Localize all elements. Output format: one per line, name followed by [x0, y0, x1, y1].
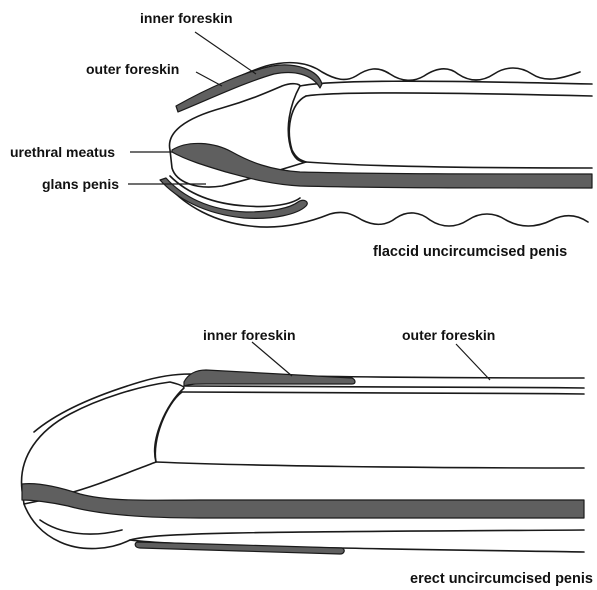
- flaccid-shaft-inner-line: [306, 93, 592, 96]
- erect-shaft-lower: [156, 462, 584, 468]
- leader-inner-foreskin-erect: [252, 342, 292, 376]
- label-inner-foreskin-erect: inner foreskin: [203, 327, 296, 343]
- leader-inner-foreskin-flaccid: [195, 32, 256, 74]
- label-outer-foreskin-flaccid: outer foreskin: [86, 61, 179, 77]
- erect-urethra: [22, 484, 584, 518]
- label-urethral-meatus: urethral meatus: [10, 144, 115, 160]
- leader-outer-foreskin-erect: [456, 344, 490, 380]
- flaccid-outer-skin-bottom: [168, 186, 588, 227]
- erect-shaft-inner-top: [182, 392, 584, 394]
- label-inner-foreskin-flaccid: inner foreskin: [140, 10, 233, 26]
- erect-skin-bottom-line-2: [40, 520, 122, 534]
- flaccid-illustration: [128, 32, 592, 227]
- flaccid-shaft-lower-line: [306, 162, 592, 168]
- leader-outer-foreskin-flaccid: [196, 72, 222, 86]
- label-outer-foreskin-erect: outer foreskin: [402, 327, 495, 343]
- erect-shaft-upper: [184, 386, 584, 388]
- erect-foreskin-top: [184, 370, 355, 386]
- caption-erect: erect uncircumcised penis: [410, 571, 593, 587]
- erect-illustration: [22, 342, 584, 554]
- caption-flaccid: flaccid uncircumcised penis: [373, 244, 567, 260]
- flaccid-shaft-outer-line: [300, 81, 592, 86]
- erect-foreskin-bottom: [135, 542, 344, 554]
- label-glans-penis: glans penis: [42, 176, 119, 192]
